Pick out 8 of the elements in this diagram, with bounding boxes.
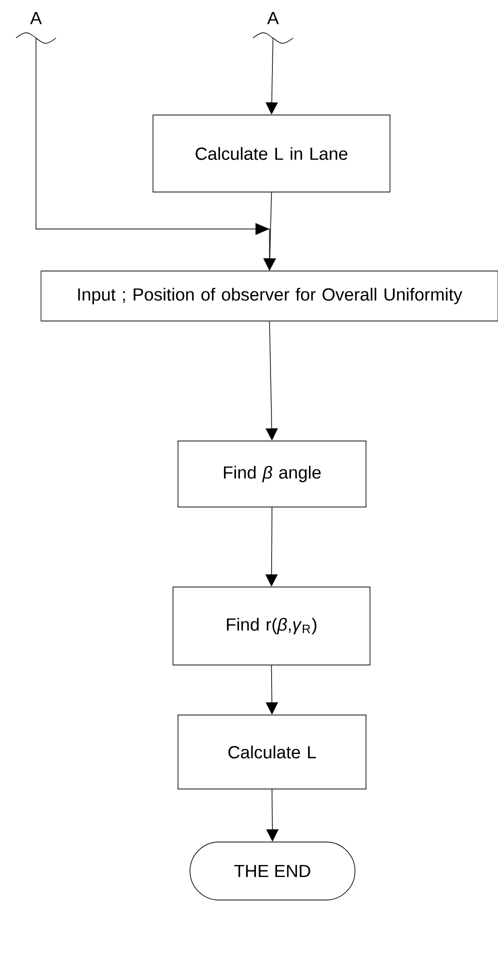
off-page-connector: A xyxy=(16,12,56,44)
process-box: Find β angle xyxy=(178,440,366,508)
terminator: THE END xyxy=(190,842,356,900)
off-page-connector: A xyxy=(252,12,294,44)
process-box: Input ; Position of observer for Overall Uniformity xyxy=(40,270,498,322)
process-box: Find r(β,γ$_{R}$) xyxy=(172,586,370,666)
process-box: Calculate L in Lane xyxy=(152,114,390,192)
process-box: Calculate L xyxy=(178,714,366,790)
